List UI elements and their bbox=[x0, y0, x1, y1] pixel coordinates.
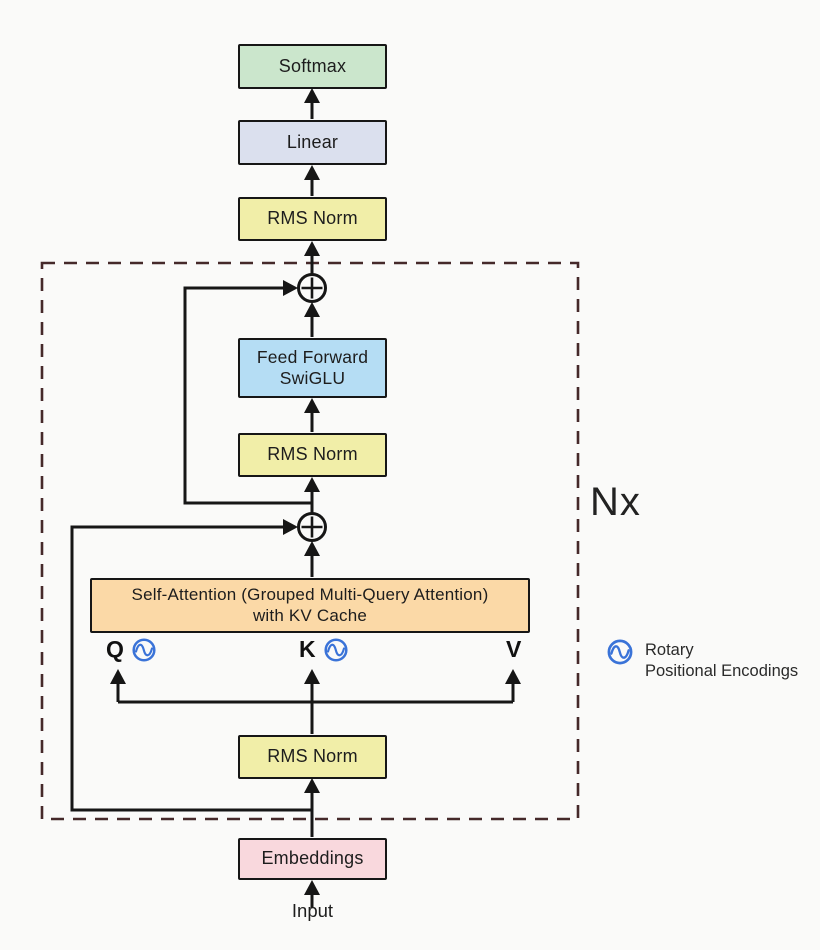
nx-repeat-label: Nx bbox=[590, 480, 641, 524]
rms-norm-final-block: RMS Norm bbox=[238, 197, 387, 241]
add-circle-attention bbox=[297, 512, 327, 542]
embeddings-label: Embeddings bbox=[261, 848, 364, 869]
main-flow-lines bbox=[116, 102, 515, 908]
feed-forward-block: Feed Forward SwiGLU bbox=[238, 338, 387, 398]
rotary-legend-text: Rotary Positional Encodings bbox=[645, 638, 798, 682]
rotary-legend-line1: Rotary bbox=[645, 641, 694, 659]
self-attention-label-line1: Self-Attention (Grouped Multi-Query Atte… bbox=[131, 584, 489, 604]
feed-forward-label-line1: Feed Forward bbox=[256, 346, 369, 367]
rms-norm-input-block: RMS Norm bbox=[238, 735, 387, 779]
query-input-group: Q bbox=[106, 636, 157, 663]
rotary-encoding-icon bbox=[324, 637, 348, 662]
self-attention-label-line2: with KV Cache bbox=[252, 605, 368, 625]
input-label: Input bbox=[291, 900, 334, 921]
value-input-group: V bbox=[506, 636, 521, 663]
rms-norm-final-label: RMS Norm bbox=[267, 208, 358, 229]
self-attention-block: Self-Attention (Grouped Multi-Query Atte… bbox=[90, 578, 530, 633]
add-circle-ffn bbox=[297, 273, 327, 303]
nx-loop-dashed-border bbox=[40, 261, 580, 821]
rms-norm-input-label: RMS Norm bbox=[267, 746, 358, 767]
softmax-label: Softmax bbox=[278, 55, 347, 76]
rms-norm-post-attention-label: RMS Norm bbox=[267, 444, 358, 465]
rotary-encoding-icon bbox=[132, 637, 156, 662]
query-label: Q bbox=[106, 636, 124, 662]
rms-norm-post-attention-block: RMS Norm bbox=[238, 433, 387, 477]
residual-skip-ffn bbox=[183, 286, 312, 505]
softmax-block: Softmax bbox=[238, 44, 387, 89]
linear-label: Linear bbox=[286, 131, 339, 152]
embeddings-block: Embeddings bbox=[238, 838, 387, 880]
rotary-encoding-legend-icon bbox=[607, 639, 633, 665]
linear-block: Linear bbox=[238, 120, 387, 165]
rotary-legend: Rotary Positional Encodings bbox=[606, 638, 798, 682]
arrowhead-into-attention-add bbox=[283, 519, 298, 535]
arrowhead-into-ffn-add bbox=[283, 280, 298, 296]
main-flow-arrowheads bbox=[110, 88, 521, 895]
key-input-group: K bbox=[299, 636, 349, 663]
key-label: K bbox=[299, 636, 316, 662]
value-label: V bbox=[506, 636, 522, 662]
residual-skip-attention bbox=[70, 525, 312, 812]
feed-forward-label-line2: SwiGLU bbox=[279, 368, 346, 388]
rotary-legend-line2: Positional Encodings bbox=[645, 662, 799, 681]
